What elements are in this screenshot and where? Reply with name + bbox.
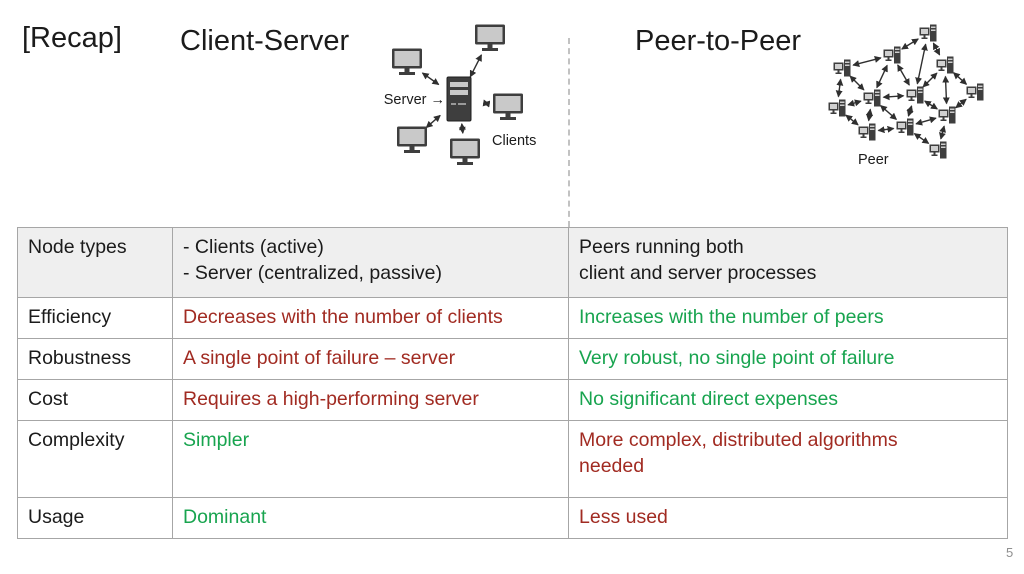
peer-computer-icon (906, 86, 924, 104)
client-server-diagram: Server → Clients (384, 24, 536, 165)
double-headed-arrow (955, 98, 967, 109)
peer-computer-icon (938, 106, 956, 124)
double-headed-arrow (952, 72, 968, 85)
double-headed-arrow (913, 133, 930, 144)
double-headed-arrow (845, 114, 859, 126)
double-headed-arrow (906, 105, 914, 117)
cell-usage-client-server: Dominant (172, 497, 569, 539)
peer-computer-icon (929, 141, 947, 159)
double-headed-arrow (421, 72, 440, 86)
peer-computer-icon (833, 59, 851, 77)
peer-to-peer-diagram: Peer (828, 24, 984, 168)
cell-usage-peer-to-peer: Less used (568, 497, 1008, 539)
cell-complexity-client-server: Simpler (172, 420, 569, 498)
client-monitor-icon (450, 138, 480, 165)
row-label-usage: Usage (17, 497, 173, 539)
double-headed-arrow (922, 72, 938, 88)
peer-computer-icon (883, 46, 901, 64)
double-headed-arrow (901, 38, 919, 50)
double-headed-arrow (938, 125, 947, 140)
client-server-heading: Client-Server (180, 25, 350, 57)
table-row-robustness: Robustness A single point of failure – s… (17, 338, 1008, 380)
table-row-complexity: Complexity Simpler More complex, distrib… (17, 420, 1008, 498)
row-label-node-types: Node types (17, 227, 173, 298)
double-headed-arrow (897, 64, 910, 86)
double-headed-arrow (877, 125, 895, 134)
double-headed-arrow (915, 43, 928, 85)
double-headed-arrow (469, 54, 483, 78)
table-row-efficiency: Efficiency Decreases with the number of … (17, 297, 1008, 339)
peer-computer-icon (858, 123, 876, 141)
double-headed-arrow (942, 75, 950, 105)
double-headed-arrow (835, 78, 844, 98)
cell-robustness-peer-to-peer: Very robust, no single point of failure (568, 338, 1008, 380)
server-tower-icon (446, 76, 472, 122)
cell-cost-peer-to-peer: No significant direct expenses (568, 379, 1008, 421)
double-headed-arrow (879, 105, 898, 120)
clients-label: Clients (492, 133, 536, 149)
double-headed-arrow (847, 99, 862, 107)
double-headed-arrow (865, 108, 874, 122)
row-label-complexity: Complexity (17, 420, 173, 498)
table-row-usage: Usage Dominant Less used (17, 497, 1008, 539)
page-number: 5 (1006, 545, 1014, 560)
cell-complexity-peer-to-peer: More complex, distributed algorithms nee… (568, 420, 1008, 498)
dashed-divider (568, 38, 570, 227)
peer-computer-icon (919, 24, 937, 42)
cell-cost-client-server: Requires a high-performing server (172, 379, 569, 421)
peer-computer-icon (966, 83, 984, 101)
cell-node-types-client-server: - Clients (active) - Server (centralized… (172, 227, 569, 298)
row-label-efficiency: Efficiency (17, 297, 173, 339)
double-headed-arrow (915, 116, 937, 126)
double-headed-arrow (932, 42, 941, 56)
recap-tag: [Recap] (22, 22, 122, 54)
peer-computer-icon (828, 99, 846, 117)
table-row-cost: Cost Requires a high-performing server N… (17, 379, 1008, 421)
peer-label: Peer (858, 152, 889, 168)
cell-efficiency-client-server: Decreases with the number of clients (172, 297, 569, 339)
peer-computer-icon (863, 89, 881, 107)
peer-to-peer-heading: Peer-to-Peer (635, 25, 802, 57)
client-monitor-icon (493, 93, 523, 120)
cell-efficiency-peer-to-peer: Increases with the number of peers (568, 297, 1008, 339)
row-label-cost: Cost (17, 379, 173, 421)
double-headed-arrow (425, 114, 441, 129)
double-headed-arrow (482, 99, 491, 108)
cell-robustness-client-server: A single point of failure – server (172, 338, 569, 380)
row-label-robustness: Robustness (17, 338, 173, 380)
client-monitor-icon (392, 48, 422, 75)
double-headed-arrow (924, 100, 938, 110)
client-monitor-icon (397, 126, 427, 153)
comparison-table: Node types - Clients (active) - Server (… (17, 227, 1008, 539)
double-headed-arrow (876, 64, 888, 89)
double-headed-arrow (852, 56, 882, 67)
double-headed-arrow (882, 92, 905, 101)
server-label: Server → (384, 92, 445, 108)
cell-node-types-peer-to-peer: Peers running both client and server pro… (568, 227, 1008, 298)
double-headed-arrow (458, 122, 466, 134)
client-monitor-icon (475, 24, 505, 51)
table-row-node-types: Node types - Clients (active) - Server (… (17, 227, 1008, 298)
peer-computer-icon (936, 56, 954, 74)
double-headed-arrow (849, 75, 865, 91)
peer-computer-icon (896, 118, 914, 136)
